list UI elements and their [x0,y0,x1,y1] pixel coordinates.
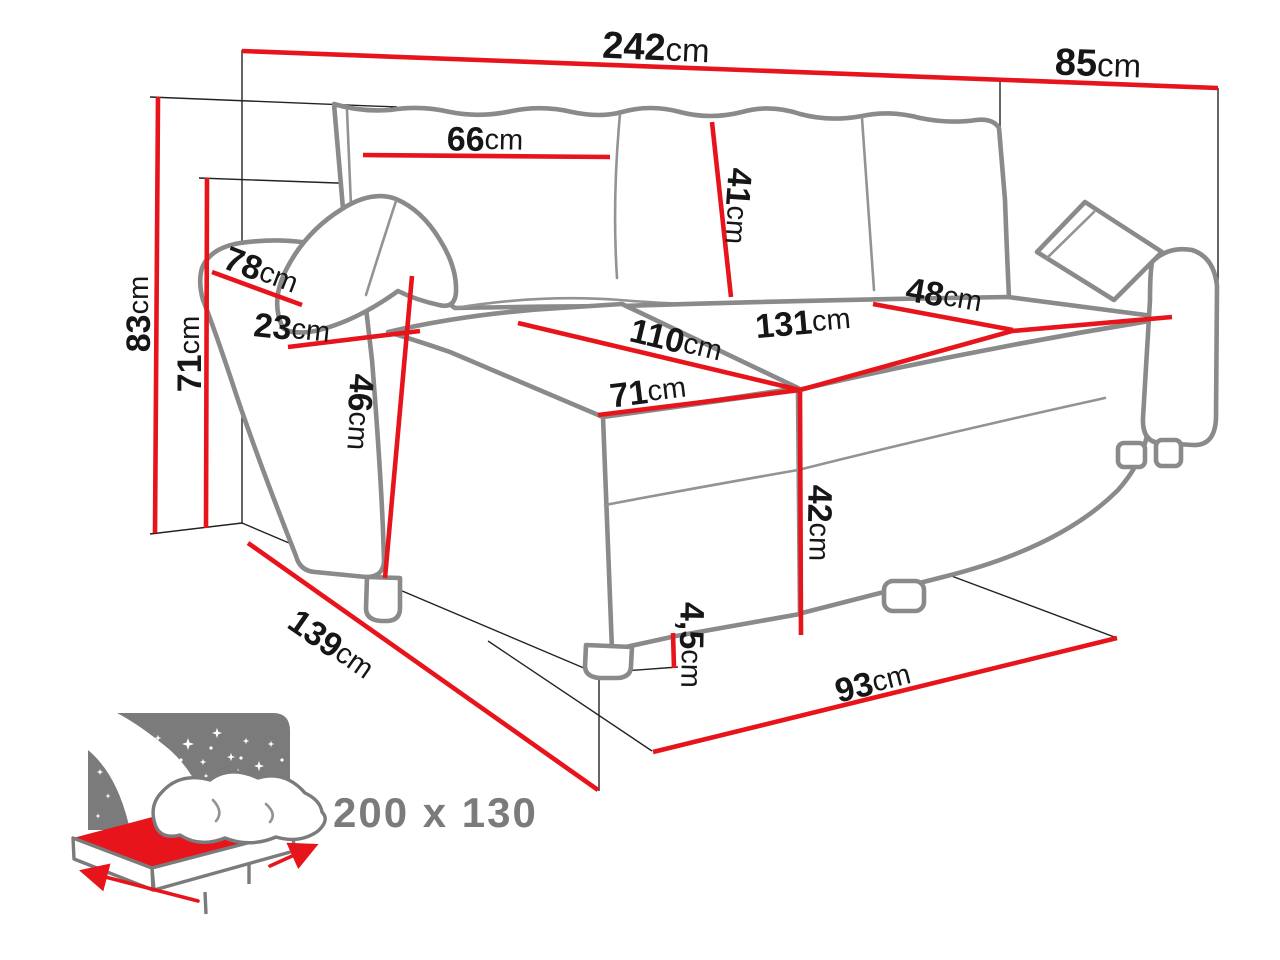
seat-right-front-seam [796,396,1107,472]
night-sky-panel-left [88,750,130,830]
bed-duvet-fold-left [211,798,221,823]
dimension-line-footprint-width [652,635,1118,755]
dimension-line-seat-depth [872,301,1014,333]
chaise-seat-top [385,301,801,420]
dimension-line-footprint-depth [246,541,600,792]
wall-bottom-edge-line [149,522,243,535]
back-cushion-crease-right [860,116,876,292]
chaise-front-leg [582,642,635,681]
dimension-label-armrest-height: 46cm [337,373,380,452]
dimension-label-back-cushion-width: 66cm [446,120,523,159]
dimension-line-seat-height [797,391,804,636]
dimension-line-armrest-height [382,275,415,579]
dimension-line-base-clearance [670,632,677,669]
dimension-label-backrest-height: 71cm [171,316,209,393]
right-armrest-pillow-fold [1045,210,1096,260]
left-armrest-leg [363,574,403,624]
sofa-illustration [197,101,1220,681]
dimension-label-base-clearance: 4,5cm [671,602,710,689]
dimension-line-back-cushion-width [362,152,611,160]
bed-length-arrow [79,863,200,903]
chaise-front-seam [603,468,800,507]
left-armrest-pillow [274,193,459,335]
dimension-label-chaise-seat-width: 71cm [608,368,689,415]
bed-duvet [151,770,327,845]
bed-duvet-fold-right [264,802,275,824]
right-armrest-leg-front [1115,440,1148,470]
dimension-line-back-cushion-height [709,121,734,298]
dimension-line-armrest-width [287,328,421,350]
bed-width-arrow [268,842,319,870]
dimension-line-backrest-height [203,177,210,529]
height-83-extension-line [149,96,398,108]
dimension-line-chaise-length [517,320,801,393]
floor-front-diagonal-line [487,640,653,752]
bed-leg-left [203,891,208,915]
right-seat-front-leg [881,578,927,614]
dimension-label-overall-depth: 85cm [1054,42,1142,87]
right-armrest-leg-back [1153,437,1184,469]
right-armrest [1140,246,1220,448]
back-cushion-crease-left [613,112,622,280]
left-armrest-pillow-fold [364,199,398,297]
dimension-line-overall-width-depth [241,48,1219,91]
dimension-label-overall-width: 242cm [601,25,710,72]
bed-size-label: 200 x 130 [333,789,538,836]
dimension-line-overall-height [152,96,161,534]
dimension-label-armrest-width: 23cm [252,306,332,352]
dimension-label-overall-height: 83cm [120,276,158,353]
dimension-label-seat-length: 131cm [754,300,852,346]
dimension-label-footprint-width: 93cm [831,655,914,710]
dimension-line-armrest-depth [211,269,303,308]
dimension-line-chaise-seat-width [597,387,801,418]
dimension-lines [152,48,1219,792]
sofa-bed-sleeping-function-icon: 200 x 130 [71,713,538,915]
dimension-label-seat-height: 42cm [799,484,838,561]
dimension-label-back-cushion-height: 41cm [715,167,758,246]
right-armrest-pillow [1034,199,1165,303]
dimension-label-seat-depth: 48cm [903,271,985,322]
